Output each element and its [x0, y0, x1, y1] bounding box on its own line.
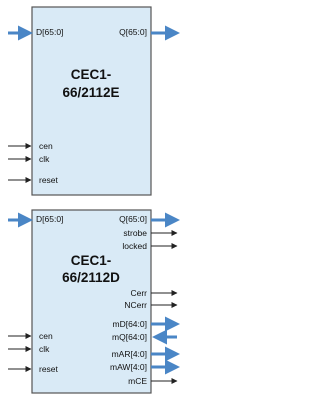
block-e-title-line2: 66/2112E [62, 85, 119, 100]
block-d-title-line1: CEC1- [71, 253, 112, 268]
block-d-clk-label: clk [39, 344, 50, 354]
block-d-locked-label: locked [122, 241, 147, 251]
block-d-body [31, 209, 152, 394]
block-e-clk-label: clk [39, 154, 50, 164]
block-d-title-line2: 66/2112D [62, 270, 120, 285]
block-d-md-label: mD[64:0] [113, 319, 148, 329]
block-d-mar-label: mAR[4:0] [112, 349, 147, 359]
block-d-mq-label: mQ[64:0] [112, 332, 147, 342]
block-d-cerr-label: Cerr [130, 288, 147, 298]
cec-block-e: D[65:0] Q[65:0] CEC1- 66/2112E cen clk r… [8, 6, 180, 196]
block-e-body [31, 6, 152, 196]
block-d-maw-label: mAW[4:0] [110, 362, 147, 372]
block-d-strobe-label: strobe [123, 228, 147, 238]
block-e-q-output-label: Q[65:0] [119, 27, 147, 37]
block-d-data-input-label: D[65:0] [36, 214, 63, 224]
block-d-mce-label: mCE [128, 376, 147, 386]
block-d-reset-label: reset [39, 364, 59, 374]
block-diagram: D[65:0] Q[65:0] CEC1- 66/2112E cen clk r… [8, 6, 180, 394]
block-e-title-line1: CEC1- [71, 67, 112, 82]
block-d-q-output-label: Q[65:0] [119, 214, 147, 224]
block-e-reset-label: reset [39, 175, 59, 185]
block-e-cen-label: cen [39, 141, 53, 151]
block-e-data-input-label: D[65:0] [36, 27, 63, 37]
block-d-cen-label: cen [39, 331, 53, 341]
cec-block-d: D[65:0] Q[65:0] strobe locked CEC1- 66/2… [8, 209, 180, 394]
block-d-ncerr-label: NCerr [124, 300, 147, 310]
